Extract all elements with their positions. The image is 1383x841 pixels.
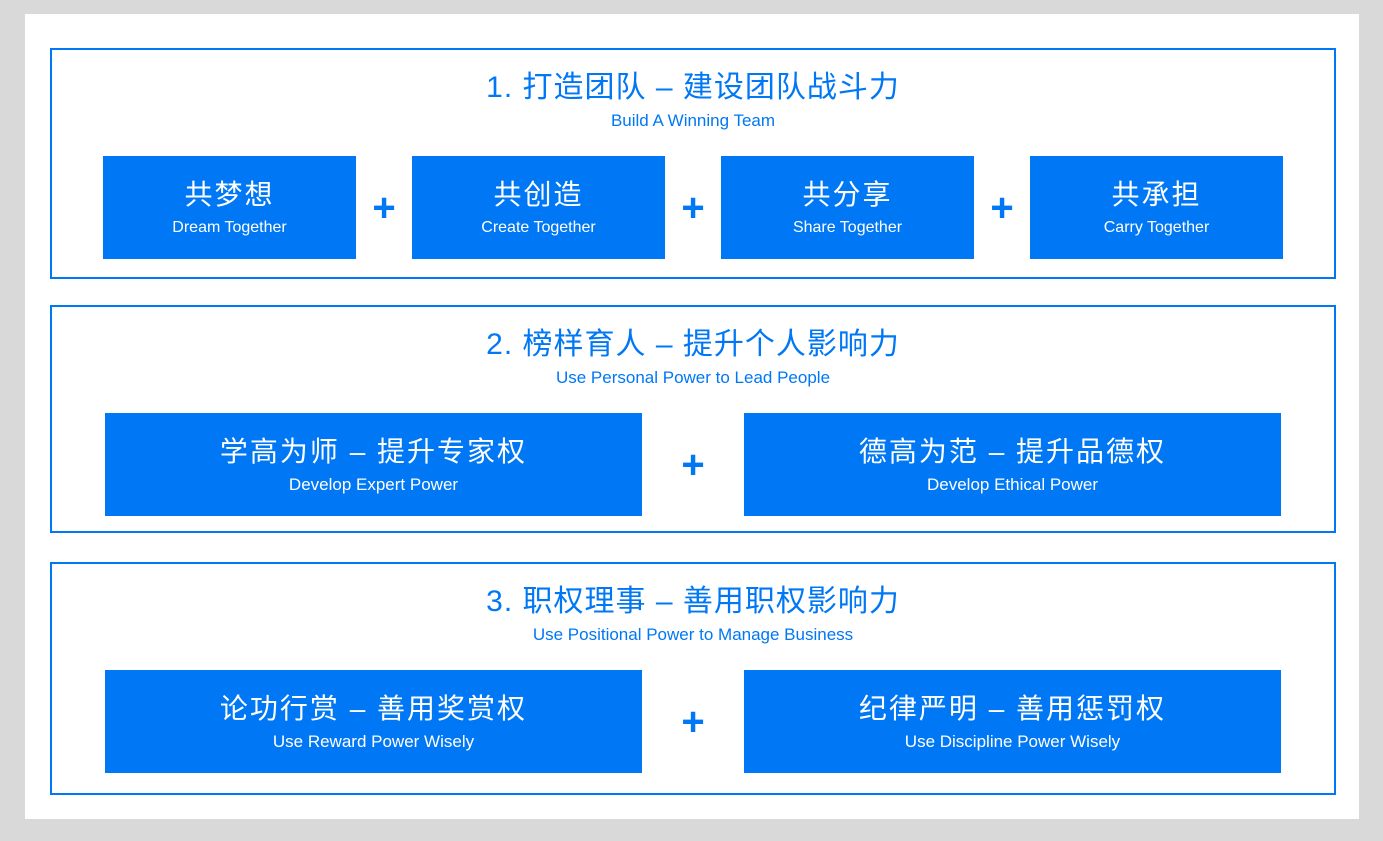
box-subtitle-en: Use Discipline Power Wisely (904, 731, 1121, 751)
plus-icon: + (990, 185, 1014, 230)
section-build-team: 1. 打造团队 – 建设团队战斗力 Build A Winning Team 共… (50, 48, 1336, 279)
box-subtitle-en: Use Reward Power Wisely (272, 731, 475, 751)
box-share-together: 共分享 Share Together (721, 156, 974, 259)
box-create-together: 共创造 Create Together (412, 156, 665, 259)
box-subtitle-en: Develop Expert Power (288, 474, 459, 494)
section-3-subtitle: Use Positional Power to Manage Business (532, 625, 854, 644)
section-personal-power: 2. 榜样育人 – 提升个人影响力 Use Personal Power to … (50, 305, 1336, 533)
box-title-zh: 共承担 (1111, 178, 1202, 210)
box-title-zh: 纪律严明 – 善用惩罚权 (858, 692, 1167, 724)
box-title-zh: 德高为范 – 提升品德权 (858, 435, 1167, 467)
plus-icon: + (372, 185, 396, 230)
box-carry-together: 共承担 Carry Together (1030, 156, 1283, 259)
section-2-subtitle: Use Personal Power to Lead People (555, 368, 831, 387)
section-1-boxes-row: 共梦想 Dream Together + 共创造 Create Together… (52, 156, 1334, 259)
box-title-zh: 论功行赏 – 善用奖赏权 (219, 692, 528, 724)
section-positional-power: 3. 职权理事 – 善用职权影响力 Use Positional Power t… (50, 562, 1336, 795)
box-subtitle-en: Develop Ethical Power (926, 474, 1099, 494)
section-1-subtitle: Build A Winning Team (610, 111, 776, 130)
box-title-zh: 共分享 (802, 178, 893, 210)
section-1-title: 1. 打造团队 – 建设团队战斗力 (486, 71, 900, 104)
plus-icon: + (681, 185, 705, 230)
box-reward-power: 论功行赏 – 善用奖赏权 Use Reward Power Wisely (105, 670, 642, 773)
section-2-boxes-row: 学高为师 – 提升专家权 Develop Expert Power + 德高为范… (52, 413, 1334, 516)
box-dream-together: 共梦想 Dream Together (103, 156, 356, 259)
diagram-panel: 1. 打造团队 – 建设团队战斗力 Build A Winning Team 共… (25, 14, 1359, 819)
section-3-boxes-row: 论功行赏 – 善用奖赏权 Use Reward Power Wisely + 纪… (52, 670, 1334, 773)
box-title-zh: 学高为师 – 提升专家权 (219, 435, 528, 467)
box-expert-power: 学高为师 – 提升专家权 Develop Expert Power (105, 413, 642, 516)
box-subtitle-en: Carry Together (1103, 218, 1210, 236)
box-title-zh: 共创造 (493, 178, 584, 210)
section-3-title: 3. 职权理事 – 善用职权影响力 (486, 585, 900, 618)
box-subtitle-en: Dream Together (172, 218, 287, 236)
box-title-zh: 共梦想 (184, 178, 275, 210)
plus-icon: + (681, 699, 705, 744)
box-ethical-power: 德高为范 – 提升品德权 Develop Ethical Power (744, 413, 1281, 516)
plus-icon: + (681, 442, 705, 487)
section-2-title: 2. 榜样育人 – 提升个人影响力 (486, 328, 900, 361)
box-discipline-power: 纪律严明 – 善用惩罚权 Use Discipline Power Wisely (744, 670, 1281, 773)
box-subtitle-en: Create Together (481, 218, 596, 236)
box-subtitle-en: Share Together (792, 218, 903, 236)
